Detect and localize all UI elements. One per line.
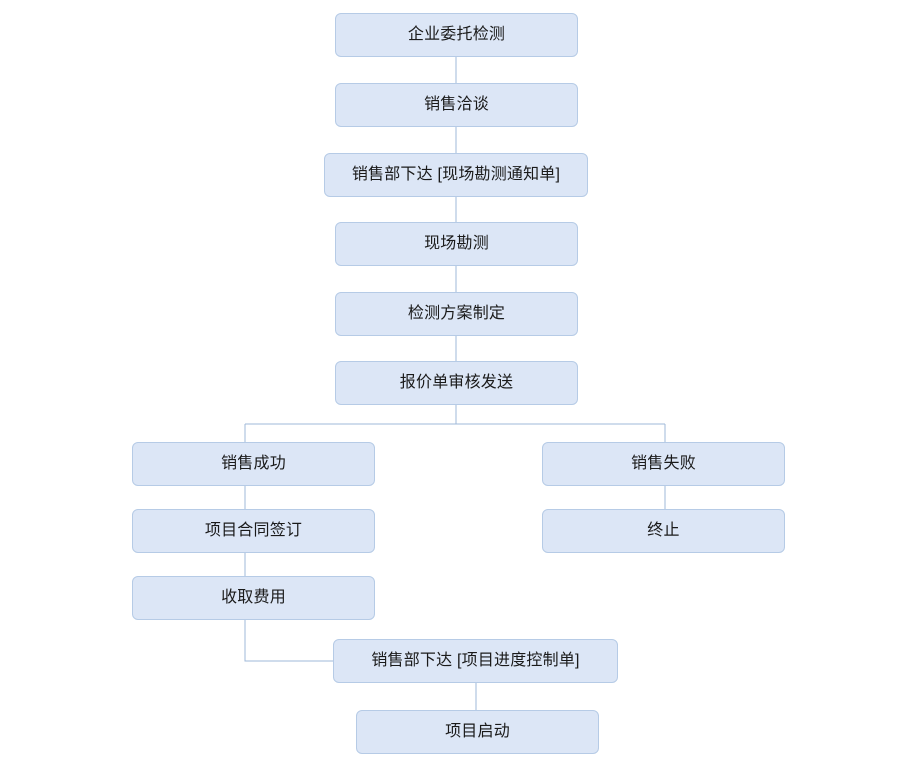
flow-node-sales-failure[interactable]: 销售失败: [542, 442, 785, 486]
flow-node-contract-signing[interactable]: 项目合同签订: [132, 509, 375, 553]
flow-node-sales-dept-progress-control[interactable]: 销售部下达 [项目进度控制单]: [333, 639, 618, 683]
flow-node-label: 项目合同签订: [204, 522, 303, 540]
flow-node-collect-fee[interactable]: 收取费用: [132, 576, 375, 620]
flow-node-test-plan[interactable]: 检测方案制定: [335, 292, 578, 336]
flow-node-label: 现场勘测: [424, 235, 489, 253]
flow-node-site-survey[interactable]: 现场勘测: [335, 222, 578, 266]
flow-node-label: 收取费用: [221, 589, 286, 607]
flow-node-label: 项目启动: [445, 723, 510, 741]
flow-node-label: 报价单审核发送: [399, 374, 514, 392]
flow-node-project-start[interactable]: 项目启动: [356, 710, 599, 754]
flow-node-label: 销售成功: [221, 455, 286, 473]
flow-node-terminate[interactable]: 终止: [542, 509, 785, 553]
flow-node-sales-success[interactable]: 销售成功: [132, 442, 375, 486]
flow-node-enterprise-commission[interactable]: 企业委托检测: [335, 13, 578, 57]
flow-node-label: 销售失败: [631, 455, 696, 473]
flow-node-label: 检测方案制定: [407, 305, 506, 323]
flow-node-label: 销售部下达 [项目进度控制单]: [371, 652, 580, 670]
flow-node-label: 销售洽谈: [424, 96, 489, 114]
flow-node-label: 销售部下达 [现场勘测通知单]: [351, 166, 561, 184]
flow-node-label: 企业委托检测: [407, 26, 506, 44]
edge-n11-n12: [244, 620, 333, 662]
flow-node-sales-negotiation[interactable]: 销售洽谈: [335, 83, 578, 127]
flow-node-label: 终止: [647, 522, 680, 540]
flow-node-quotation-review-send[interactable]: 报价单审核发送: [335, 361, 578, 405]
flow-node-sales-dept-survey-notice[interactable]: 销售部下达 [现场勘测通知单]: [324, 153, 588, 197]
